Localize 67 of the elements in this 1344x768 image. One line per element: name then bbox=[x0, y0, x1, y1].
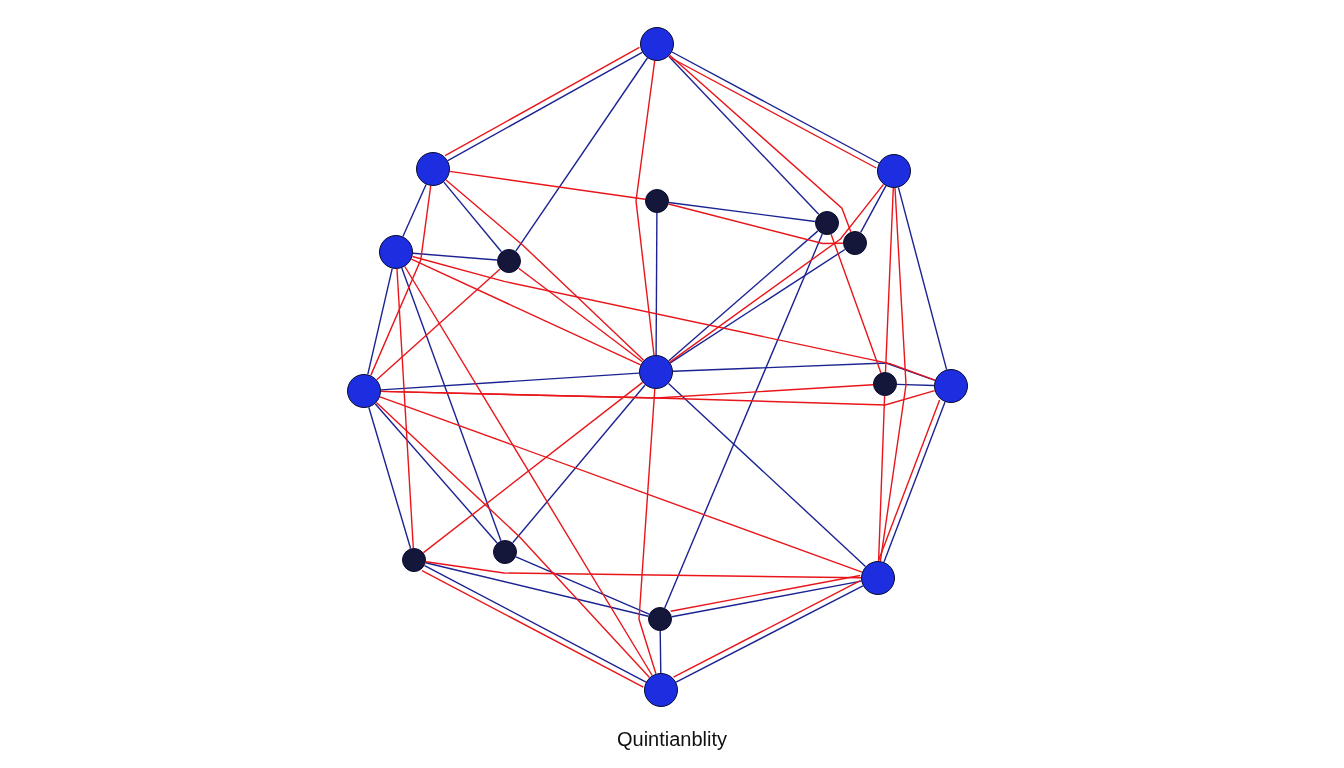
connector-line bbox=[379, 396, 863, 573]
junction-dot bbox=[497, 249, 521, 273]
connector-line bbox=[380, 372, 640, 391]
junction-dot bbox=[493, 540, 517, 564]
connector-line bbox=[897, 186, 948, 371]
node-circle bbox=[639, 355, 673, 389]
connector-line bbox=[830, 233, 882, 374]
connector-line bbox=[374, 403, 498, 544]
connector-line bbox=[425, 562, 649, 617]
connector-line bbox=[655, 212, 658, 356]
caption: Quintianblity bbox=[616, 728, 728, 751]
connector-line bbox=[512, 384, 646, 544]
connector-line bbox=[670, 574, 861, 612]
connector-line bbox=[668, 201, 816, 223]
connector-line bbox=[367, 267, 393, 376]
connector-line bbox=[659, 630, 662, 674]
connector-line bbox=[517, 267, 644, 363]
node-circle bbox=[347, 374, 381, 408]
connector-line bbox=[380, 384, 874, 399]
connector-line bbox=[669, 183, 885, 363]
connector-line bbox=[445, 179, 645, 361]
connector-line bbox=[668, 230, 819, 362]
junction-dot bbox=[873, 372, 897, 396]
connector-line bbox=[896, 383, 935, 387]
connector-line bbox=[402, 183, 427, 238]
connector-line bbox=[667, 203, 844, 245]
connector-line bbox=[412, 252, 498, 261]
connector-line bbox=[667, 382, 867, 568]
connector-line bbox=[671, 580, 862, 618]
connector-line bbox=[669, 248, 846, 364]
connector-line bbox=[668, 55, 820, 215]
node-circle bbox=[877, 154, 911, 188]
connector-line bbox=[449, 170, 646, 200]
junction-dot bbox=[648, 607, 672, 631]
connector-line bbox=[884, 187, 894, 373]
junction-dot bbox=[815, 211, 839, 235]
connector-line bbox=[672, 362, 936, 381]
connector-line bbox=[368, 406, 412, 550]
connector-line bbox=[422, 381, 644, 554]
connector-line bbox=[376, 268, 501, 381]
connector-line bbox=[404, 265, 653, 677]
node-circle bbox=[934, 369, 968, 403]
connector-line bbox=[370, 185, 432, 377]
junction-dot bbox=[402, 548, 426, 572]
connector-line bbox=[635, 60, 656, 356]
connector-line bbox=[375, 401, 651, 679]
node-circle bbox=[861, 561, 895, 595]
connector-line bbox=[443, 181, 503, 253]
connector-line bbox=[410, 258, 642, 366]
connector-line bbox=[401, 267, 502, 542]
connector-line bbox=[877, 395, 886, 562]
connector-line bbox=[515, 57, 649, 252]
connector-line bbox=[396, 268, 414, 549]
node-circle bbox=[644, 673, 678, 707]
connector-line bbox=[669, 54, 852, 233]
connector-line bbox=[425, 561, 862, 579]
connector-line bbox=[638, 388, 657, 675]
connector-line bbox=[515, 556, 650, 615]
connector-line bbox=[664, 233, 823, 609]
node-circle bbox=[640, 27, 674, 61]
connector-line bbox=[860, 185, 887, 234]
connector-line bbox=[411, 255, 936, 381]
junction-dot bbox=[843, 231, 867, 255]
junction-dot bbox=[645, 189, 669, 213]
connector-line bbox=[879, 187, 907, 562]
node-circle bbox=[379, 235, 413, 269]
node-circle bbox=[416, 152, 450, 186]
